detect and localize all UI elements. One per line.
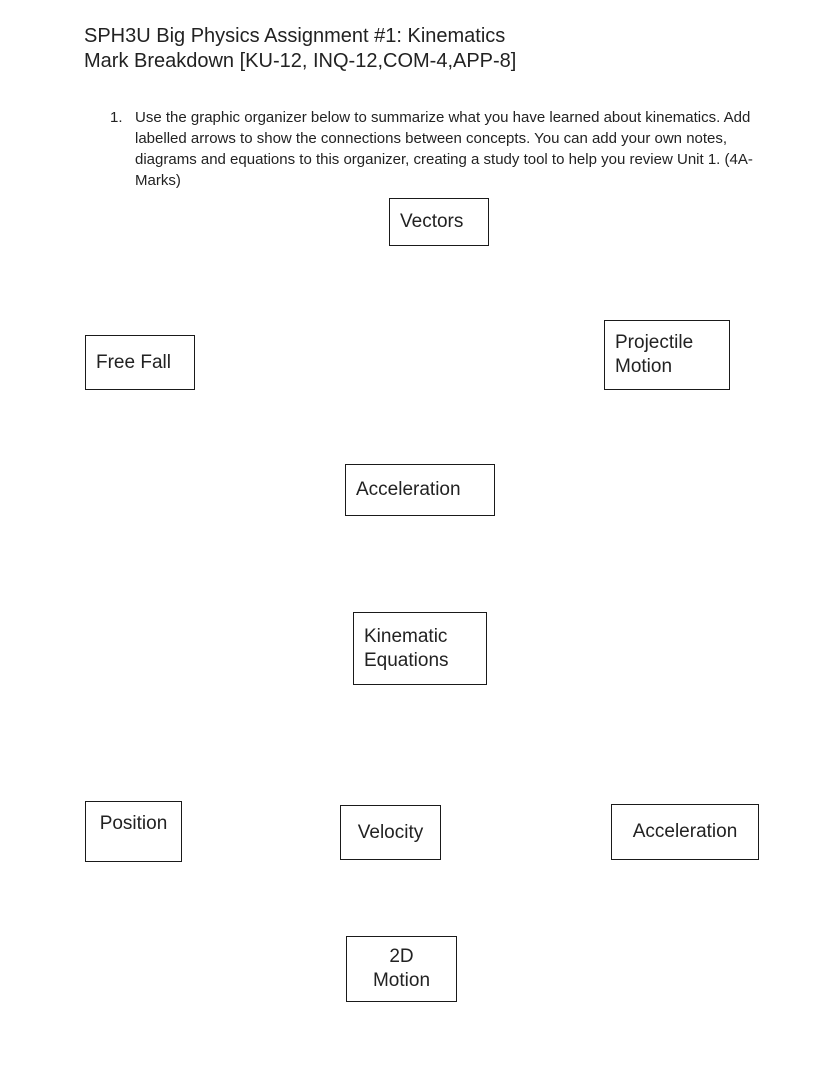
concept-label-2d-motion: 2D Motion [372,946,431,991]
concept-label-velocity: Velocity [357,821,424,843]
concept-box-position: Position [85,801,182,862]
concept-label-acceleration-right: Acceleration [632,821,738,842]
question-1: 1. Use the graphic organizer below to su… [110,107,770,191]
concept-label-position: Position [99,813,168,834]
concept-box-acceleration-right: Acceleration [611,804,759,860]
concept-label-kinematic-equations: Kinematic Equations [364,625,449,671]
title-line-1: SPH3U Big Physics Assignment #1: Kinemat… [84,25,506,47]
question-number: 1. [110,109,123,126]
concept-box-acceleration-center: Acceleration [345,464,495,516]
concept-box-free-fall: Free Fall [85,335,195,390]
concept-box-velocity: Velocity [340,805,441,860]
question-text: Use the graphic organizer below to summa… [135,109,753,189]
concept-label-projectile-motion: Projectile Motion [615,332,694,377]
concept-box-2d-motion: 2D Motion [346,936,457,1002]
concept-label-vectors: Vectors [400,211,464,232]
concept-label-free-fall: Free Fall [96,351,171,373]
document-title: SPH3U Big Physics Assignment #1: Kinemat… [84,24,516,74]
title-line-2: Mark Breakdown [KU-12, INQ-12,COM-4,APP-… [84,50,517,72]
concept-label-acceleration-center: Acceleration [356,479,461,500]
concept-box-kinematic-equations: Kinematic Equations [353,612,487,685]
concept-box-vectors: Vectors [389,198,489,246]
concept-box-projectile-motion: Projectile Motion [604,320,730,390]
